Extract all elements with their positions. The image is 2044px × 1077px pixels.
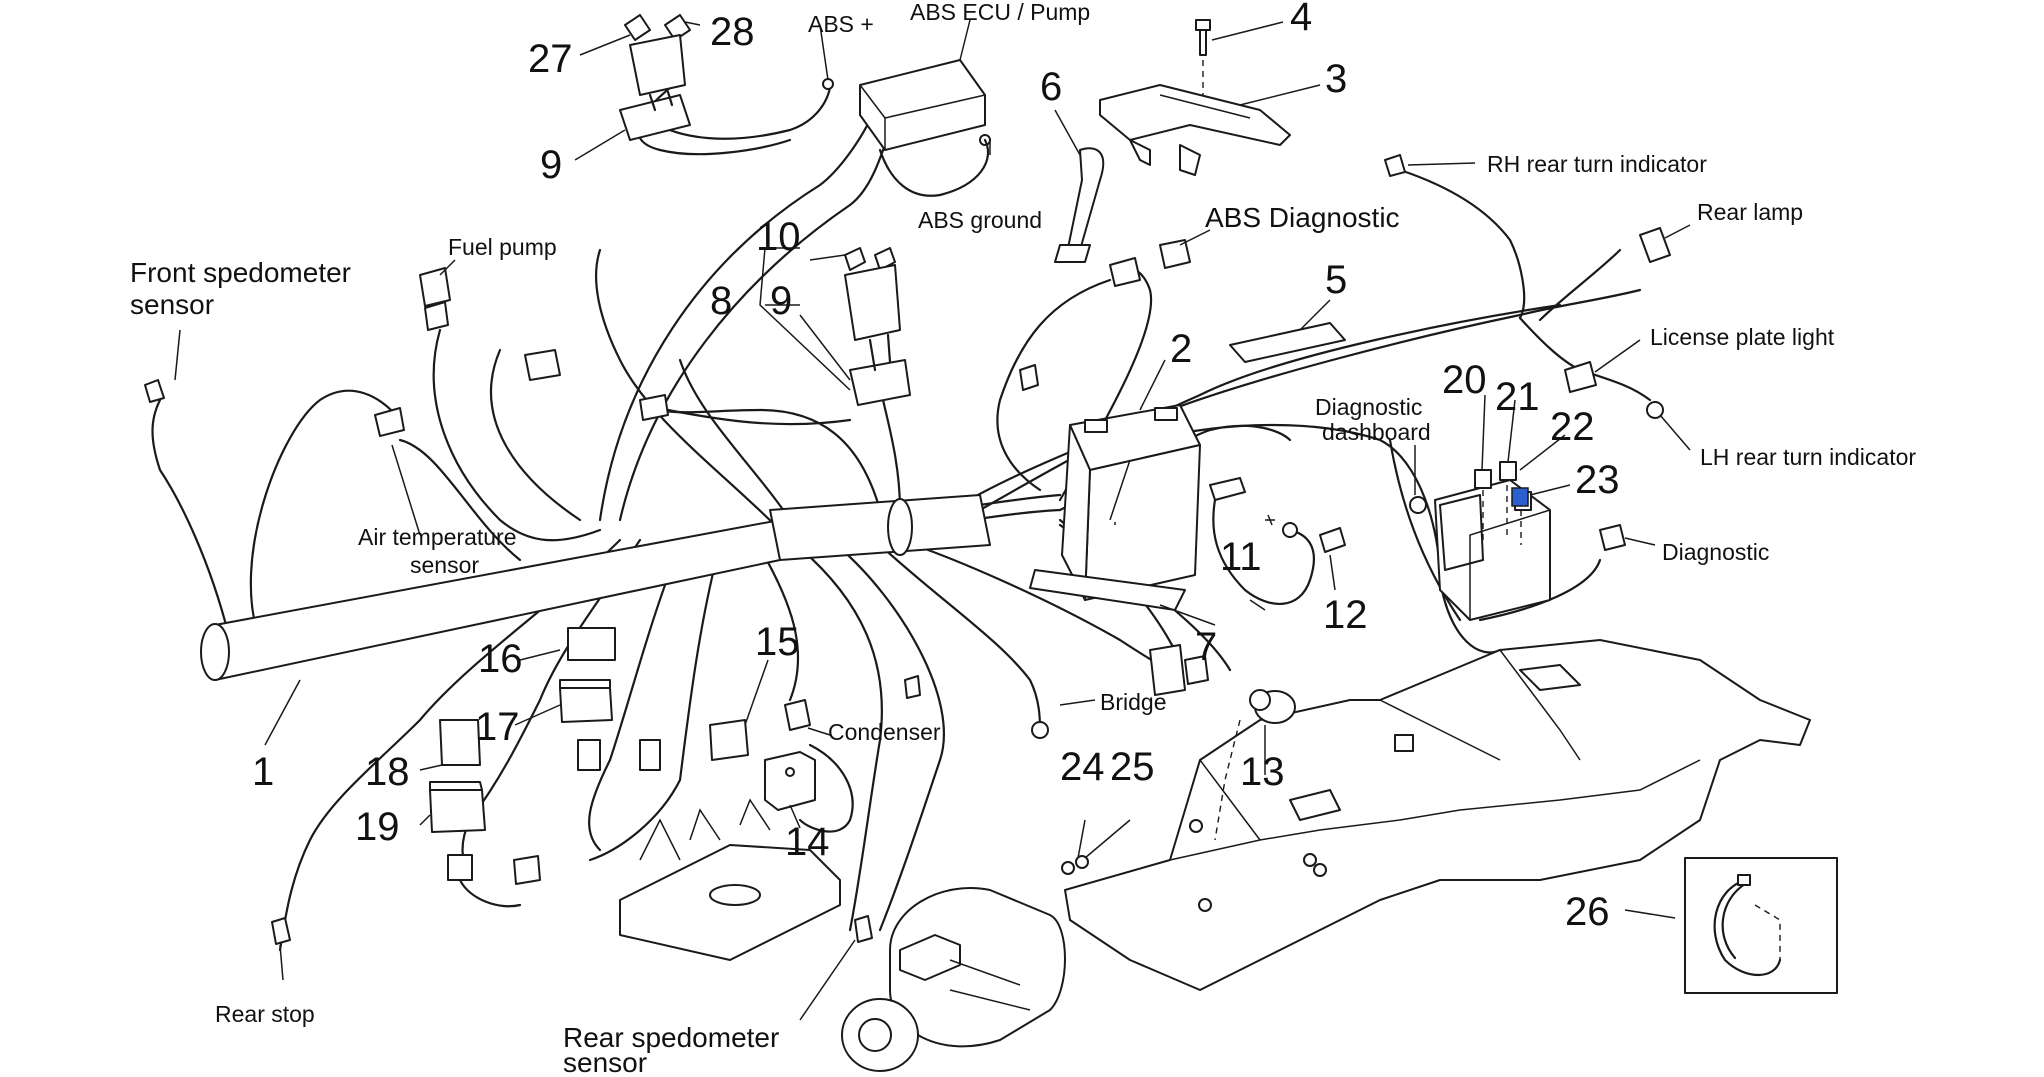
part-number-8: 8 bbox=[710, 279, 732, 323]
label-rh-rear-turn: RH rear turn indicator bbox=[1487, 151, 1707, 177]
label-abs-ecu: ABS ECU / Pump bbox=[910, 0, 1090, 25]
label-rear-stop: Rear stop bbox=[215, 1001, 315, 1027]
label-air-temp-line2: sensor bbox=[410, 552, 479, 578]
part-numbers: 27 28 9 4 3 6 10 8 9 5 2 20 21 22 23 11 … bbox=[252, 0, 1620, 934]
screw-part-4 bbox=[1195, 19, 1211, 95]
label-front-speedo-line1: Front spedometer bbox=[130, 257, 351, 288]
part-number-22: 22 bbox=[1550, 405, 1595, 449]
callout-labels: ABS ECU / Pump ABS + ABS ground ABS Diag… bbox=[130, 0, 1916, 1077]
part-number-9-top: 9 bbox=[540, 143, 562, 187]
label-front-speedo-line2: sensor bbox=[130, 289, 214, 320]
component-14 bbox=[764, 699, 854, 833]
part-number-11: 11 bbox=[1220, 535, 1262, 579]
label-condenser: Condenser bbox=[828, 719, 941, 745]
part-number-2: 2 bbox=[1170, 327, 1192, 371]
label-license-plate: License plate light bbox=[1650, 324, 1835, 350]
part-number-10: 10 bbox=[756, 215, 801, 259]
label-abs-ground: ABS ground bbox=[918, 207, 1042, 233]
pad-part-5 bbox=[1229, 322, 1346, 363]
label-diag-dash-line1: Diagnostic bbox=[1315, 394, 1422, 420]
part-number-20: 20 bbox=[1442, 358, 1487, 402]
label-rear-speedo-line2: sensor bbox=[563, 1047, 647, 1077]
part-number-9-center: 9 bbox=[770, 279, 792, 323]
part-number-12: 12 bbox=[1323, 593, 1368, 637]
abs-diagnostic-connector bbox=[996, 239, 1191, 492]
strap-part-6 bbox=[1054, 147, 1105, 263]
part-number-15: 15 bbox=[755, 620, 800, 664]
inset-cable-tie bbox=[1684, 857, 1838, 994]
label-abs-plus: ABS + bbox=[808, 11, 874, 37]
connector-27-28 bbox=[619, 14, 691, 141]
leader-lines bbox=[174, 19, 1691, 1021]
part-number-6: 6 bbox=[1040, 65, 1062, 109]
part-number-1: 1 bbox=[252, 750, 274, 794]
part-number-16: 16 bbox=[478, 637, 523, 681]
part-number-26: 26 bbox=[1565, 890, 1610, 934]
abs-ecu-pump bbox=[822, 59, 991, 197]
connector-8-9-10 bbox=[639, 247, 911, 426]
relays bbox=[429, 627, 749, 908]
label-diag-dash-line2: dashboard bbox=[1322, 419, 1431, 445]
label-rear-lamp: Rear lamp bbox=[1697, 199, 1803, 225]
bracket-part-3 bbox=[1099, 84, 1291, 176]
misc-connectors bbox=[144, 154, 1671, 945]
label-rear-speedo-line1: Rear spedometer bbox=[563, 1022, 779, 1053]
part-number-24: 24 bbox=[1060, 745, 1105, 789]
part-number-19: 19 bbox=[355, 805, 400, 849]
part-number-13: 13 bbox=[1240, 750, 1285, 794]
harness-sleeve bbox=[200, 494, 991, 681]
battery-tray bbox=[619, 798, 841, 961]
power-socket-part-13 bbox=[1214, 689, 1296, 841]
part-number-14: 14 bbox=[785, 820, 830, 864]
part-number-18: 18 bbox=[365, 750, 410, 794]
ground-cable-part-11 bbox=[1209, 477, 1346, 605]
label-lh-rear-turn: LH rear turn indicator bbox=[1700, 444, 1916, 470]
part-number-25: 25 bbox=[1110, 745, 1155, 789]
starter-motor bbox=[841, 887, 1066, 1072]
label-air-temp-line1: Air temperature bbox=[358, 524, 517, 550]
part-number-21: 21 bbox=[1495, 375, 1540, 419]
part-number-23: 23 bbox=[1575, 458, 1620, 502]
label-bridge: Bridge bbox=[1100, 689, 1166, 715]
rear-frame bbox=[1064, 639, 1811, 991]
part-number-7: 7 bbox=[1195, 625, 1217, 669]
label-abs-diagnostic: ABS Diagnostic bbox=[1205, 202, 1400, 233]
part-number-3: 3 bbox=[1325, 57, 1347, 101]
label-fuel-pump: Fuel pump bbox=[448, 234, 557, 260]
label-diagnostic: Diagnostic bbox=[1662, 539, 1769, 565]
fuse-box bbox=[1409, 461, 1626, 621]
part-number-4: 4 bbox=[1290, 0, 1312, 39]
part-number-27: 27 bbox=[528, 37, 573, 81]
part-number-17: 17 bbox=[475, 705, 520, 749]
part-number-5: 5 bbox=[1325, 258, 1347, 302]
battery-part-2 bbox=[1029, 404, 1201, 611]
part-number-28: 28 bbox=[710, 10, 755, 54]
